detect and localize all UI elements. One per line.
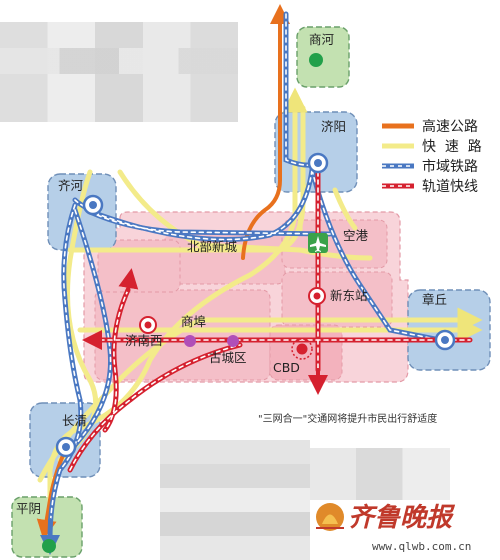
station-shanghe (309, 53, 323, 67)
station-pingyin (42, 539, 56, 553)
station-jinanxi (139, 316, 157, 334)
blurred-region-bottom (160, 440, 310, 560)
label-jinan-xi: 济南西 (125, 333, 163, 348)
station-markers (42, 53, 456, 553)
label-xindong-zhan: 新东站 (330, 288, 368, 303)
label-kongang: 空港 (343, 228, 369, 243)
newspaper-logo-icon (316, 503, 344, 531)
station-shangbu (184, 335, 196, 347)
legend-item-highway: 高速公路 (382, 118, 478, 135)
legend-item-city-railway: 市域铁路 (382, 158, 478, 175)
watermark-url: www.qlwb.com.cn (372, 540, 471, 553)
station-xindong (308, 287, 326, 305)
blurred-region-top-2 (0, 48, 238, 74)
label-shangbu: 商埠 (181, 314, 206, 329)
watermark-logo: 齐鲁晚报 www.qlwb.com.cn (316, 503, 471, 553)
station-changqing (55, 436, 77, 458)
station-jiyang (307, 152, 329, 174)
label-guchengqu: 古城区 (209, 350, 247, 365)
label-jihe: 齐河 (58, 178, 84, 193)
label-changqing: 长清 (62, 413, 87, 428)
watermark-brand: 齐鲁晚报 (348, 503, 456, 533)
station-zhangqiu (434, 329, 456, 351)
legend-item-expressway: 快 速 路 (382, 139, 482, 155)
legend-label-highway: 高速公路 (422, 118, 478, 135)
place-labels: 商河 济阳 齐河 北部新城 空港 新东站 章丘 济南西 商埠 古城区 CBD 长… (16, 32, 447, 516)
label-pingyin: 平阴 (16, 501, 41, 516)
station-jihe (82, 194, 104, 216)
station-cbd (291, 338, 313, 360)
station-gucheng (227, 335, 239, 347)
legend-label-expressway: 快 速 路 (422, 139, 482, 155)
label-zhangqiu: 章丘 (422, 292, 447, 307)
legend: 高速公路 快 速 路 市域铁路 轨道快线 (382, 118, 482, 195)
label-shanghe: 商河 (309, 32, 335, 47)
legend-item-rail-transit: 轨道快线 (382, 179, 478, 195)
airplane-icon (308, 233, 328, 253)
label-cbd: CBD (273, 360, 300, 375)
legend-label-rail-transit: 轨道快线 (422, 179, 478, 195)
map-caption: "三网合一"交通网将提升市民出行舒适度 (258, 412, 437, 425)
legend-label-city-railway: 市域铁路 (422, 158, 478, 175)
label-beibu-xincheng: 北部新城 (187, 239, 238, 254)
blurred-region-bottom-2 (310, 448, 450, 500)
label-jiyang: 济阳 (321, 119, 346, 134)
rail-transit-lines (67, 169, 473, 473)
